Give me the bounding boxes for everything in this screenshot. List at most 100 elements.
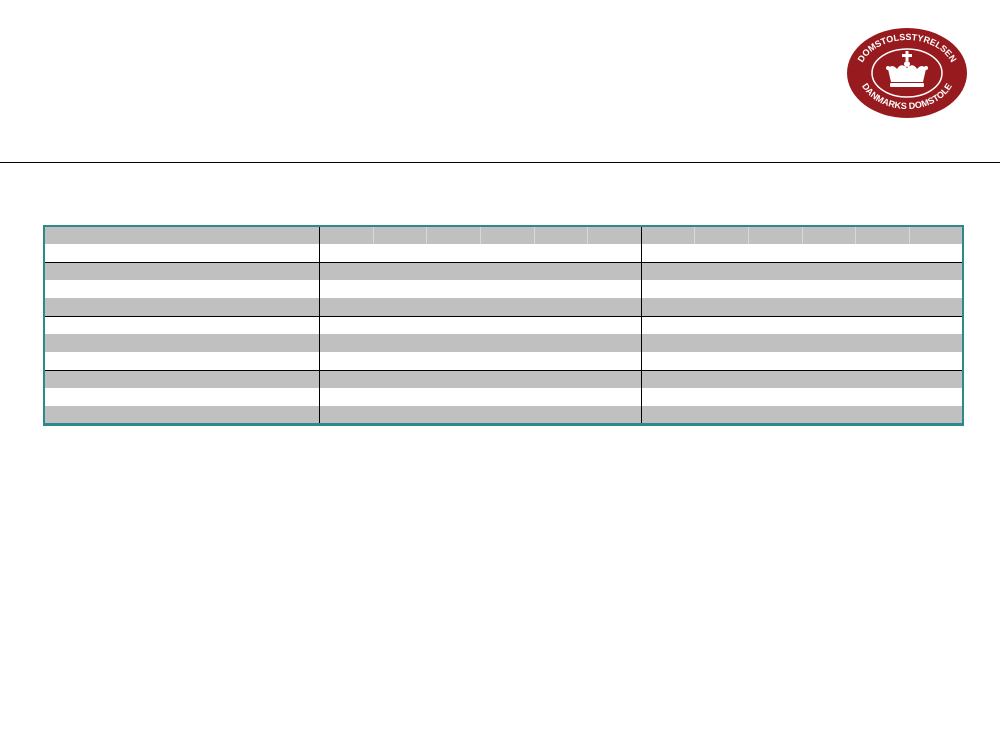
table-cell — [748, 388, 803, 406]
table-cell — [802, 315, 856, 334]
table-cell — [373, 244, 427, 262]
table-cell — [694, 369, 749, 388]
table-cell — [909, 406, 963, 424]
table-cell — [909, 280, 963, 298]
table-cell — [694, 352, 749, 370]
table-cell — [319, 261, 374, 280]
table-row-label — [44, 369, 320, 388]
table-cell — [480, 226, 535, 244]
table-cell — [802, 369, 856, 388]
table-cell — [855, 315, 910, 334]
table-cell — [802, 280, 856, 298]
table-cell — [855, 334, 910, 352]
table-cell — [480, 315, 534, 334]
table-cell — [480, 280, 534, 298]
header-divider — [0, 162, 1000, 163]
table-cell — [802, 352, 856, 370]
table-cell — [855, 406, 910, 424]
table-cell — [319, 315, 374, 334]
table-cell — [855, 369, 910, 388]
table-cell — [909, 244, 963, 262]
table-cell — [373, 226, 428, 244]
table-cell — [587, 261, 642, 280]
table-cell — [748, 369, 803, 388]
table-cell — [587, 388, 642, 406]
table-cell — [373, 406, 427, 424]
table-cell — [426, 352, 481, 370]
table-cell — [319, 334, 374, 352]
table-cell — [480, 406, 534, 424]
table-row — [44, 406, 963, 424]
table-cell — [748, 315, 803, 334]
table-cell — [534, 334, 588, 352]
table-cell — [909, 369, 963, 388]
table-row — [44, 280, 963, 298]
table-cell — [587, 406, 642, 424]
table-cell — [426, 406, 481, 424]
table-cell — [641, 261, 695, 280]
table-cell — [802, 334, 856, 352]
table-cell — [694, 298, 749, 316]
table-cell — [802, 261, 856, 280]
table-cell — [587, 298, 642, 316]
table-cell — [373, 352, 427, 370]
table-cell — [480, 244, 534, 262]
table-row-label — [44, 298, 320, 316]
table-cell — [319, 280, 374, 298]
table-cell — [480, 334, 534, 352]
table-row-label — [44, 334, 320, 352]
table-cell — [319, 298, 374, 316]
table-cell — [909, 334, 963, 352]
table-cell — [641, 280, 695, 298]
table-cell — [426, 226, 481, 244]
crown-icon — [886, 51, 928, 87]
table-cell — [534, 226, 589, 244]
table-cell — [748, 406, 803, 424]
table-cell — [855, 352, 910, 370]
table-row-label — [44, 280, 320, 298]
table-row-label — [44, 244, 320, 262]
table-cell — [426, 244, 481, 262]
table-cell — [748, 298, 803, 316]
table-cell — [480, 352, 534, 370]
table-cell — [641, 226, 696, 244]
table-row-label — [44, 261, 320, 280]
table-cell — [319, 388, 374, 406]
table-row — [44, 334, 963, 352]
table-row — [44, 298, 963, 316]
table-cell — [641, 369, 695, 388]
table-cell — [855, 280, 910, 298]
table-cell — [641, 406, 695, 424]
table-cell — [855, 261, 910, 280]
table-cell — [855, 244, 910, 262]
table-row-label — [44, 388, 320, 406]
table-cell — [534, 261, 588, 280]
table-row-label — [44, 226, 320, 244]
table-cell — [802, 244, 856, 262]
table-cell — [909, 298, 963, 316]
table-cell — [855, 298, 910, 316]
table-cell — [855, 226, 910, 244]
table-cell — [426, 315, 481, 334]
table-cell — [587, 352, 642, 370]
table-cell — [373, 298, 427, 316]
table-cell — [641, 334, 695, 352]
table-cell — [319, 226, 374, 244]
court-seal: DOMSTOLSSTYRELSEN DANMARKS DOMSTOLE — [847, 28, 967, 118]
table-cell — [373, 369, 427, 388]
table-cell — [426, 298, 481, 316]
table-cell — [748, 280, 803, 298]
table-cell — [909, 315, 963, 334]
table-cell — [694, 280, 749, 298]
table-cell — [426, 334, 481, 352]
table-cell — [641, 298, 695, 316]
table-cell — [426, 388, 481, 406]
table-cell — [748, 352, 803, 370]
table-cell — [373, 334, 427, 352]
table-cell — [855, 388, 910, 406]
table-cell — [748, 334, 803, 352]
table-cell — [641, 315, 695, 334]
table-row-label — [44, 406, 320, 424]
domstolsstyrelsen-logo: DOMSTOLSSTYRELSEN DANMARKS DOMSTOLE — [846, 27, 968, 119]
table-cell — [694, 315, 749, 334]
